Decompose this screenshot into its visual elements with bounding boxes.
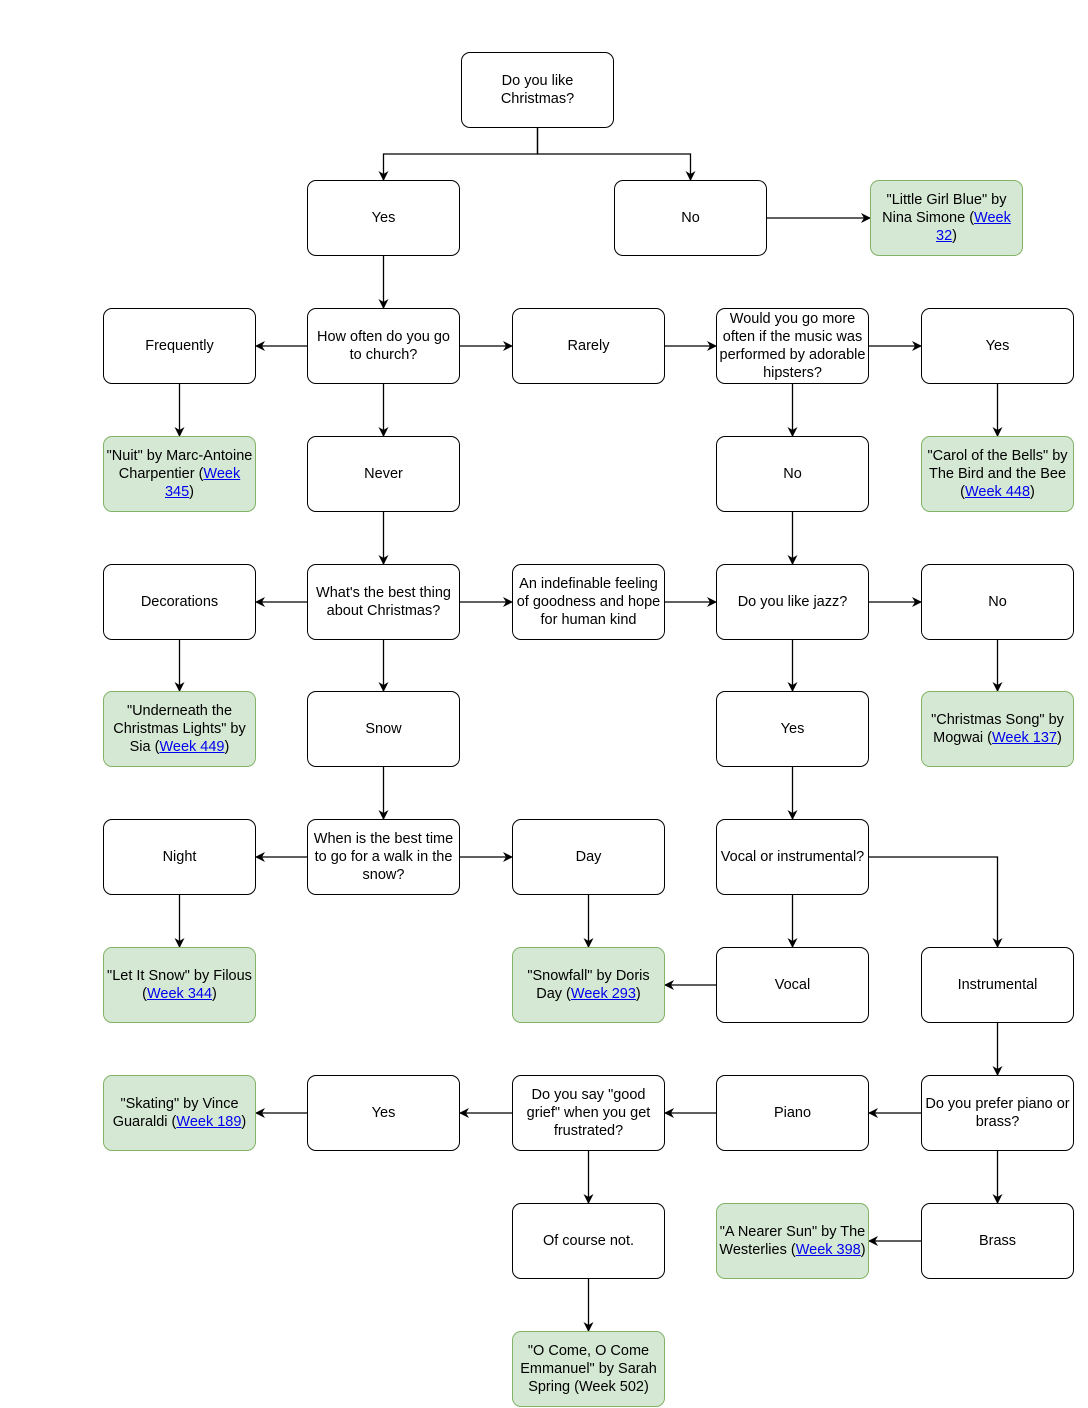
- answer-instrumental: Instrumental: [921, 947, 1074, 1023]
- answer-no-hipsters: No: [716, 436, 869, 512]
- song-text: "Underneath the Christmas Lights" by Sia…: [113, 703, 246, 755]
- week-448-link[interactable]: Week 448: [964, 484, 1031, 500]
- answer-never: Never: [307, 436, 460, 512]
- song-text: "Skating" by Vince Guaraldi (Week 189): [112, 1096, 247, 1130]
- week-345-link[interactable]: Week 345: [164, 466, 241, 500]
- edge-q-christmas-to-a-no: [536, 128, 696, 181]
- answer-day: Day: [512, 819, 665, 895]
- song-text: "Carol of the Bells" by The Bird and the…: [927, 448, 1068, 500]
- week-344-link[interactable]: Week 344: [146, 986, 213, 1002]
- week-449-link[interactable]: Week 449: [159, 739, 225, 755]
- question-how-often-church: How often do you go to church?: [307, 308, 460, 384]
- song-little-girl-blue: "Little Girl Blue" by Nina Simone (Week …: [870, 180, 1023, 256]
- question-vocal-or-instrumental: Vocal or instrumental?: [716, 819, 869, 895]
- song-text: "Little Girl Blue" by Nina Simone (Week …: [882, 192, 1011, 244]
- question-piano-or-brass: Do you prefer piano or brass?: [921, 1075, 1074, 1151]
- answer-no-likes-christmas: No: [614, 180, 767, 256]
- song-underneath-the-christmas-lights: "Underneath the Christmas Lights" by Sia…: [103, 691, 256, 767]
- song-text: "A Nearer Sun" by The Westerlies (Week 3…: [719, 1224, 866, 1258]
- answer-decorations: Decorations: [103, 564, 256, 640]
- week-189-link[interactable]: Week 189: [176, 1114, 242, 1130]
- answer-night: Night: [103, 819, 256, 895]
- song-christmas-song: "Christmas Song" by Mogwai (Week 137): [921, 691, 1074, 767]
- song-text: "Snowfall" by Doris Day (Week 293): [527, 968, 650, 1002]
- answer-yes-likes-christmas: Yes: [307, 180, 460, 256]
- answer-yes-good-grief: Yes: [307, 1075, 460, 1151]
- week-137-link[interactable]: Week 137: [991, 730, 1057, 746]
- answer-no-jazz: No: [921, 564, 1074, 640]
- question-walk-in-snow: When is the best time to go for a walk i…: [307, 819, 460, 895]
- answer-frequently: Frequently: [103, 308, 256, 384]
- answer-vocal: Vocal: [716, 947, 869, 1023]
- answer-of-course-not: Of course not.: [512, 1203, 665, 1279]
- question-do-you-like-christmas: Do you like Christmas?: [461, 52, 614, 128]
- song-snowfall: "Snowfall" by Doris Day (Week 293): [512, 947, 665, 1023]
- question-adorable-hipsters: Would you go more often if the music was…: [716, 308, 869, 384]
- edge-q-christmas-to-a-yes: [378, 128, 539, 181]
- song-text: "Let It Snow" by Filous (Week 344): [107, 968, 252, 1002]
- song-nuit: "Nuit" by Marc-Antoine Charpentier (Week…: [103, 436, 256, 512]
- question-like-jazz: Do you like jazz?: [716, 564, 869, 640]
- song-o-come-o-come-emmanuel: "O Come, O Come Emmanuel" by Sarah Sprin…: [512, 1331, 665, 1407]
- answer-indefinable-feeling: An indefinable feeling of goodness and h…: [512, 564, 665, 640]
- answer-yes-jazz: Yes: [716, 691, 869, 767]
- song-a-nearer-sun: "A Nearer Sun" by The Westerlies (Week 3…: [716, 1203, 869, 1279]
- song-text: "Christmas Song" by Mogwai (Week 137): [931, 712, 1064, 746]
- week-398-link[interactable]: Week 398: [795, 1242, 861, 1258]
- answer-brass: Brass: [921, 1203, 1074, 1279]
- week-32-link[interactable]: Week 32: [936, 210, 1011, 244]
- song-skating: "Skating" by Vince Guaraldi (Week 189): [103, 1075, 256, 1151]
- question-good-grief: Do you say "good grief" when you get fru…: [512, 1075, 665, 1151]
- answer-snow: Snow: [307, 691, 460, 767]
- question-best-thing-christmas: What's the best thing about Christmas?: [307, 564, 460, 640]
- song-text: "Nuit" by Marc-Antoine Charpentier (Week…: [106, 448, 253, 500]
- answer-rarely: Rarely: [512, 308, 665, 384]
- answer-piano: Piano: [716, 1075, 869, 1151]
- week-293-link[interactable]: Week 293: [570, 986, 636, 1002]
- answer-yes-hipsters: Yes: [921, 308, 1074, 384]
- song-carol-of-the-bells: "Carol of the Bells" by The Bird and the…: [921, 436, 1074, 512]
- edge-q-vocal-to-a-instrumental: [869, 856, 1003, 948]
- song-let-it-snow: "Let It Snow" by Filous (Week 344): [103, 947, 256, 1023]
